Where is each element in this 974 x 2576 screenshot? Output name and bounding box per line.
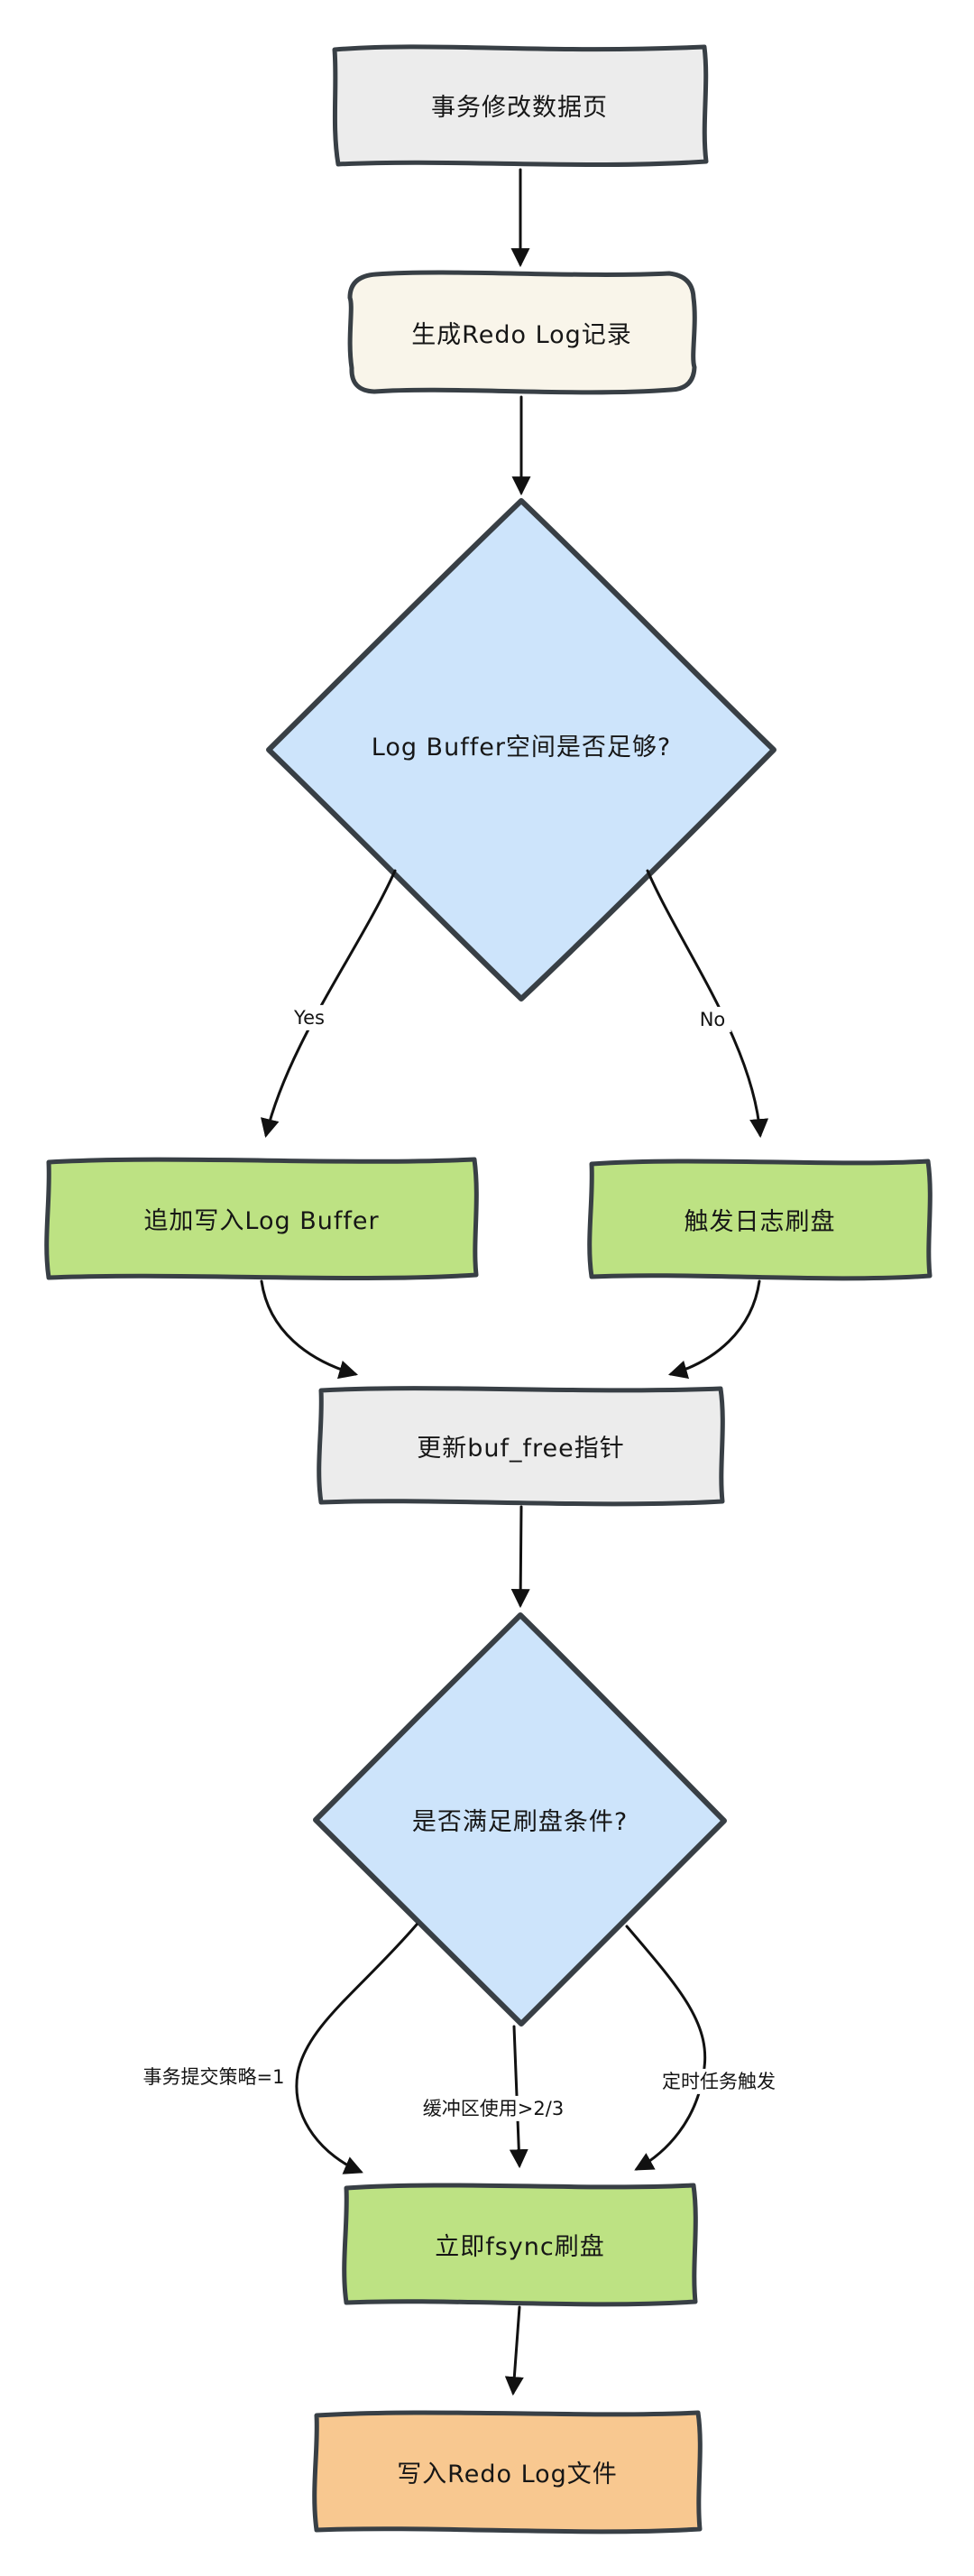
- arrow-dspace-no-to-trigger: [646, 869, 769, 1139]
- shape-log-buffer-space-diamond: [266, 498, 776, 1002]
- arrow-trigger-to-updateptr: [667, 1279, 761, 1380]
- edge-label-buffer-usage: 缓冲区使用>2/3: [417, 2095, 570, 2122]
- shape-append-buf-rect: [44, 1157, 479, 1280]
- arrow-fsync-to-writefile: [504, 2305, 524, 2396]
- arrow-dspace-yes-to-append: [261, 869, 397, 1139]
- edge-label-commit-policy: 事务提交策略=1: [137, 2064, 290, 2091]
- edge-label-no: No: [694, 1006, 731, 1033]
- shape-update-ptr-rect: [317, 1386, 725, 1507]
- shape-fsync-rect: [342, 2183, 698, 2307]
- arrow-dflush-timer-to-fsync: [625, 1925, 707, 2171]
- arrow-updateptr-to-dflush: [510, 1505, 530, 1609]
- shape-txn-modify-rect: [332, 44, 709, 167]
- shape-gen-redo-roundrect: [347, 270, 697, 395]
- arrow-append-to-updateptr: [260, 1279, 359, 1380]
- shape-flush-condition-diamond: [313, 1612, 727, 2027]
- edge-label-yes: Yes: [289, 1004, 330, 1031]
- arrow-dflush-commitpolicy-to-fsync: [295, 1923, 418, 2174]
- shape-write-file-rect: [312, 2410, 703, 2534]
- edge-label-timer: 定时任务触发: [657, 2068, 781, 2095]
- shape-trigger-flush-rect: [587, 1159, 933, 1281]
